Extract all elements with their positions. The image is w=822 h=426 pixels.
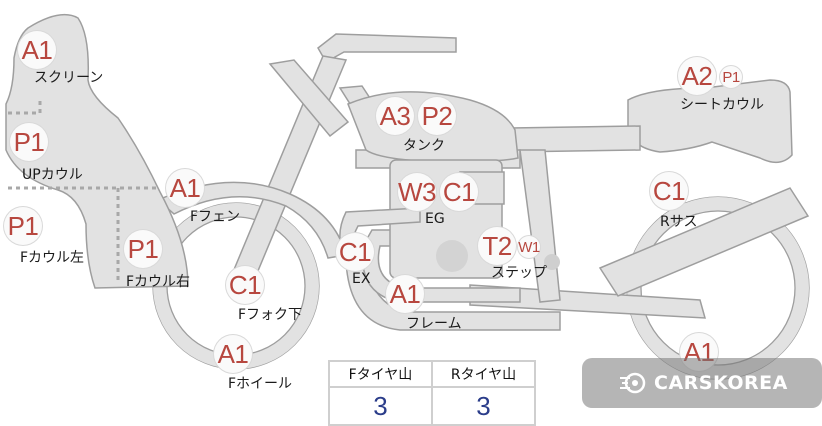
step-label: ステップ: [491, 265, 547, 281]
engine-grade2-badge: C1: [440, 173, 478, 211]
f-cowl-right-label: Fカウル右: [126, 274, 191, 290]
handlebar-shape: [317, 33, 457, 64]
tank-grade-badge: A3: [376, 97, 414, 135]
carskorea-watermark: CARSKOREA: [582, 358, 822, 408]
f-wheel-grade-badge: A1: [214, 335, 252, 373]
tire-tread-table: Fタイヤ山 Rタイヤ山 3 3: [328, 360, 536, 426]
tank-label: タンク: [403, 138, 445, 154]
frame-label: フレーム: [406, 316, 462, 332]
rear-tire-value: 3: [431, 386, 536, 426]
f-wheel-label: Fホイール: [228, 376, 293, 392]
seat-cowl-grade-badge: A2: [678, 57, 716, 95]
fairing-shape: [5, 13, 189, 289]
r-suspension-label: Rサス: [660, 214, 698, 230]
f-fork-lower-label: Fフォク下: [238, 307, 303, 323]
carskorea-logo-icon: [620, 372, 646, 394]
seat-cowl-grade2-badge: P1: [720, 66, 742, 88]
f-fender-label: Fフェン: [190, 209, 241, 225]
rear-tire-header: Rタイヤ山: [431, 360, 536, 388]
seat-cowl-label: シートカウル: [680, 97, 764, 113]
front-tire-header: Fタイヤ山: [328, 360, 433, 388]
rear-suspension-shape: [598, 187, 810, 297]
tank-grade2-badge: P2: [418, 97, 456, 135]
f-cowl-right-grade-badge: P1: [124, 230, 162, 268]
step-grade2-badge: W1: [518, 236, 540, 258]
f-cowl-left-label: Fカウル左: [20, 250, 85, 266]
screen-grade-badge: A1: [18, 31, 56, 69]
up-cowl-label: UPカウル: [22, 167, 83, 183]
f-fork-lower-grade-badge: C1: [226, 266, 264, 304]
screen-label: スクリーン: [34, 70, 104, 86]
up-cowl-grade-badge: P1: [10, 123, 48, 161]
exhaust-grade-badge: C1: [336, 233, 374, 271]
exhaust-label: EX: [352, 271, 371, 287]
engine-label: EG: [425, 211, 445, 227]
watermark-text: CARSKOREA: [654, 372, 788, 394]
f-cowl-left-grade-badge: P1: [4, 207, 42, 245]
frame-grade-badge: A1: [386, 275, 424, 313]
engine-grade-badge: W3: [398, 173, 437, 211]
step-grade-badge: T2: [478, 227, 516, 265]
r-suspension-grade-badge: C1: [650, 172, 688, 210]
seat-cowl-shape: [627, 79, 793, 164]
seat-rail-shape: [509, 125, 641, 153]
f-fender-grade-badge: A1: [166, 169, 204, 207]
front-tire-value: 3: [328, 386, 433, 426]
